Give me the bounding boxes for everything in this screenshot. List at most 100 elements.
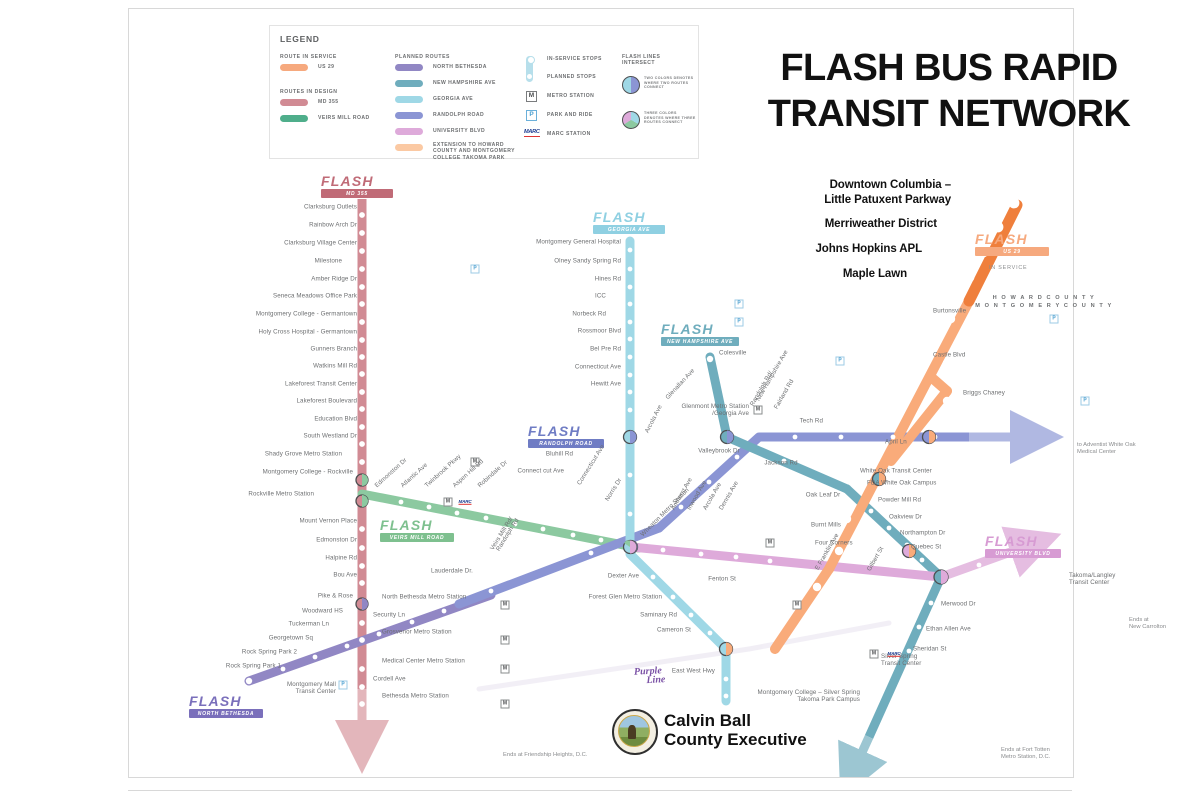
park-and-ride-icon-norbeck: P xyxy=(734,317,744,327)
flash-badge-sub: GEORGIA AVE xyxy=(593,225,665,234)
howard-county-seal xyxy=(612,709,658,755)
map-lines-svg xyxy=(244,197,1064,777)
legend-heading-routes-in-design: ROUTES IN DESIGN xyxy=(280,89,338,95)
station-label: Amber Ridge Dr xyxy=(311,275,357,283)
us29-terminal-merriweather: Merriweather District xyxy=(824,218,937,230)
node-randolph-new-hampshire xyxy=(719,429,735,445)
station-label: Hines Rd xyxy=(594,275,621,283)
legend-swatch-veirs-mill xyxy=(280,115,308,122)
open-stop-icon xyxy=(527,74,532,79)
flash-badge-sub: US 29 xyxy=(975,247,1049,256)
station-label: Colesville xyxy=(719,349,747,357)
legend-label-two-color-node: TWO COLORS DENOTES WHERE TWO ROUTES CONN… xyxy=(644,76,694,90)
station-label: Bel Pre Rd xyxy=(590,345,621,353)
park-and-ride-icon-burtonsville: P xyxy=(1049,314,1059,324)
park-and-ride-icon: P xyxy=(526,110,537,121)
legend-heading-route-in-service: ROUTE IN SERVICE xyxy=(280,54,337,60)
legend-label-three-color-node: THREE COLORS DENOTES WHERE THREE ROUTES … xyxy=(644,111,696,125)
station-label: Bou Ave xyxy=(333,571,357,579)
station-label: FDA White Oak Campus xyxy=(867,479,937,487)
station-label: Security Ln xyxy=(373,611,406,619)
station-label: Bethesda Metro Station xyxy=(382,692,449,700)
station-label: White Oak Transit Center xyxy=(860,467,932,475)
station-label: Holy Cross Hospital - Germantown xyxy=(258,328,357,336)
us29-in-service-note: IN SERVICE xyxy=(989,265,1028,271)
station-label: Woodward HS xyxy=(302,607,343,615)
station-label: Clarksburg Village Center xyxy=(284,239,357,247)
station-label: South Westland Dr xyxy=(303,432,357,440)
route-north-bethesda xyxy=(244,590,496,686)
flash-badge-veirs-mill: FLASH VEIRS MILL ROAD xyxy=(380,517,454,542)
us29-terminal-johns-hopkins: Johns Hopkins APL xyxy=(815,243,923,255)
marc-station-icon-rockville: MARC xyxy=(458,498,472,506)
legend-label-in-service-stops: IN-SERVICE STOPS xyxy=(547,56,602,62)
legend-swatch-md355 xyxy=(280,99,308,106)
flash-wordmark: FLASH xyxy=(985,533,1038,549)
legend-heading-planned-routes: PLANNED ROUTES xyxy=(395,54,450,60)
station-label: Gunners Branch xyxy=(310,345,357,353)
station-label-glenmont: Glenmont Metro Station/Georgia Ave xyxy=(681,402,749,417)
station-label: Connect cut Ave xyxy=(517,467,564,475)
legend-label-park-and-ride: PARK AND RIDE xyxy=(547,112,593,118)
station-label: Education Blvd xyxy=(314,415,357,423)
station-label: Halpine Rd xyxy=(325,554,357,562)
station-label: Olney Sandy Spring Rd xyxy=(554,257,621,265)
station-label: Dexter Ave xyxy=(607,572,639,580)
station-label: Castle Blvd xyxy=(933,351,966,359)
station-label: Cordell Ave xyxy=(373,675,406,683)
station-label: Rossmoor Blvd xyxy=(577,327,621,335)
poster-canvas: LEGEND ROUTE IN SERVICE US 29 ROUTES IN … xyxy=(128,8,1166,778)
legend-swatch-north-bethesda xyxy=(395,64,423,71)
station-label: Burtonsville xyxy=(933,307,967,315)
station-label: Saminary Rd xyxy=(640,611,677,619)
marc-station-icon-silver-spring: MARC xyxy=(887,650,901,658)
flash-badge-randolph: FLASH RANDOLPH ROAD xyxy=(528,423,604,448)
station-label: Northampton Dr xyxy=(900,529,946,537)
station-label: Oakview Dr xyxy=(889,513,922,521)
flash-badge-sub: VEIRS MILL ROAD xyxy=(380,533,454,542)
county-divider-label: H O W A R D C O U N T Y M O N T G O M E … xyxy=(975,294,1113,310)
calvin-ball-l2: County Executive xyxy=(664,730,807,749)
legend-label-md355: MD 355 xyxy=(318,99,339,105)
legend-label-extension: EXTENSION TO HOWARD COUNTY AND MONTGOMER… xyxy=(433,142,515,161)
station-label: April Ln xyxy=(885,438,907,446)
stops-md355 xyxy=(359,212,365,707)
legend-label-veirs-mill: VEIRS MILL ROAD xyxy=(318,115,370,121)
station-label: Grosvenor Metro Station xyxy=(382,628,452,636)
legend-swatch-us29 xyxy=(280,64,308,71)
us29-terminal-maple-lawn: Maple Lawn xyxy=(842,268,907,280)
station-label: Montgomery College - Germantown xyxy=(255,310,357,318)
node-rockville-metro xyxy=(355,494,369,508)
station-label: Oak Leaf Dr xyxy=(805,491,841,499)
three-color-node-icon xyxy=(622,111,640,129)
legend-label-georgia-ave: GEORGIA AVE xyxy=(433,96,474,102)
legend-heading-flash-lines-intersect: FLASH LINES INTERSECT xyxy=(622,54,661,67)
station-label: Pike & Rose xyxy=(317,592,353,600)
stops-veirs-mill xyxy=(398,499,604,543)
metro-station-icon: M xyxy=(526,91,537,102)
purple-line-l2: Line xyxy=(646,674,666,687)
legend-swatch-new-hampshire xyxy=(395,80,423,87)
title-line-2: TRANSIT NETWORK xyxy=(767,93,1131,135)
station-label: ICC xyxy=(595,292,606,300)
node-wheaton-metro xyxy=(622,539,638,555)
station-label: Lauderdale Dr. xyxy=(431,567,473,575)
purple-line-wordmark: Purple Line xyxy=(634,665,666,686)
filled-stop-icon xyxy=(526,56,535,64)
station-label: Fenton St xyxy=(708,575,736,583)
legend-label-north-bethesda: NORTH BETHESDA xyxy=(433,64,487,70)
node-glenmont xyxy=(622,429,638,445)
park-and-ride-icon-colesville: P xyxy=(835,356,845,366)
station-label: Sheridan St xyxy=(913,645,947,653)
flash-wordmark: FLASH xyxy=(321,173,374,189)
flash-wordmark: FLASH xyxy=(528,423,581,439)
node-four-corners xyxy=(901,543,917,559)
legend-swatch-university-blvd xyxy=(395,128,423,135)
metro-station-icon-grosvenor: M xyxy=(500,635,510,645)
legend-panel: LEGEND ROUTE IN SERVICE US 29 ROUTES IN … xyxy=(269,25,699,161)
station-label: Merwood Dr xyxy=(941,600,976,608)
calvin-ball-name: Calvin Ball County Executive xyxy=(664,711,807,749)
